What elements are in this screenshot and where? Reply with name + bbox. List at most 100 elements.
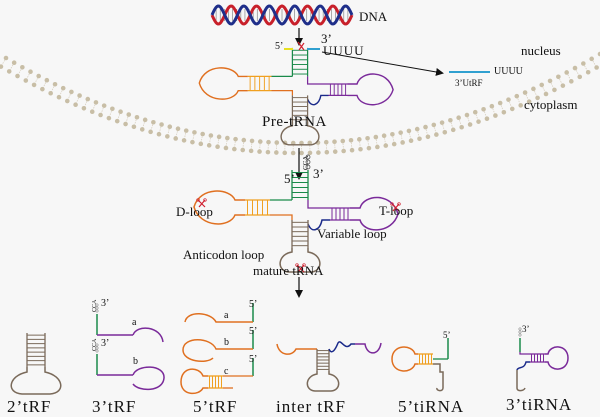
lipid-head — [414, 126, 420, 132]
lipid-head — [340, 138, 346, 144]
cca-nucleotide — [95, 303, 99, 307]
lipid-head — [341, 148, 346, 154]
lipid-head — [594, 65, 599, 70]
lipid-head — [316, 150, 321, 155]
lipid-head — [501, 110, 507, 115]
fragment-label-5tRF: 5’tRF — [193, 397, 238, 416]
lipid-head — [597, 51, 600, 57]
scissors-icon — [295, 263, 306, 273]
5tRF-c-end-label: 5’ — [249, 354, 258, 365]
anticodon-segment — [433, 363, 444, 392]
lipid-head — [543, 91, 549, 97]
lipid-head — [434, 132, 439, 137]
cca-nucleotide — [95, 349, 99, 353]
lipid-head — [198, 141, 204, 147]
lipid-head — [307, 140, 313, 146]
lipid-head — [248, 148, 254, 154]
d-arm-segment — [276, 343, 317, 355]
fragment-label-5tiRNA: 5’tiRNA — [398, 397, 465, 416]
fragment-label-inter-tRF: inter tRF — [276, 397, 346, 416]
lipid-head — [11, 60, 17, 66]
lipid-head — [448, 117, 453, 123]
5tRF-a-end-label: 5’ — [249, 299, 258, 310]
lipid-head — [159, 122, 164, 127]
cca-nucleotide — [305, 154, 311, 160]
lipid-head — [200, 131, 205, 137]
lipid-head — [223, 145, 229, 151]
lipid-head — [417, 136, 422, 142]
lipid-head — [497, 100, 503, 106]
lipid-head — [383, 143, 389, 148]
cca-nucleotide — [305, 164, 311, 170]
3tiRNA-end-label: 3’ — [522, 324, 530, 334]
fragment-label-3tRF: 3’tRF — [92, 397, 137, 416]
5tiRNA-end-label: 5’ — [443, 330, 451, 340]
d-loop — [182, 339, 253, 363]
lipid-head — [366, 145, 372, 151]
lipid-head — [577, 74, 583, 80]
variable-loop — [516, 361, 530, 371]
lipid-head — [93, 100, 99, 105]
anticodon-segment — [516, 370, 526, 392]
lipid-head — [581, 61, 586, 66]
utrf-label: 3’UtRF — [455, 78, 483, 88]
lipid-head — [406, 128, 412, 134]
lipid-head — [110, 106, 115, 112]
nucleus-label: nucleus — [521, 43, 561, 58]
lipid-head — [324, 149, 330, 155]
lipid-head — [442, 129, 448, 135]
lipid-head — [373, 134, 379, 140]
anticodon-loop — [306, 371, 340, 392]
fragment-2tRF-icon — [10, 333, 62, 395]
lipid-head — [459, 124, 464, 130]
anticodon-loop-label: Anticodon loop — [183, 247, 265, 262]
lipid-head — [257, 149, 262, 154]
lipid-head — [165, 134, 170, 139]
lipid-head — [106, 115, 112, 121]
fragment-5tRF-icon — [180, 303, 254, 395]
variable-loop — [328, 341, 355, 353]
lipid-head — [215, 144, 220, 150]
lipid-head — [44, 77, 50, 83]
lipid-head — [40, 86, 45, 92]
utrf-arrow — [321, 51, 444, 76]
lipid-head — [282, 150, 288, 156]
nuclear-membrane — [0, 51, 600, 156]
lipid-head — [167, 124, 173, 130]
lipid-head — [85, 96, 91, 102]
lipid-head — [142, 117, 148, 123]
cca-nucleotide — [95, 309, 99, 313]
lipid-head — [181, 138, 187, 143]
lipid-head — [391, 141, 397, 147]
lipid-head — [348, 137, 354, 143]
cca-nucleotide — [518, 330, 522, 334]
lipid-head — [23, 78, 29, 83]
lipid-head — [274, 150, 279, 155]
lipid-head — [564, 70, 569, 75]
lipid-head — [381, 133, 387, 139]
lipid-head — [439, 120, 445, 125]
lipid-head — [274, 140, 280, 145]
scissors-icon — [196, 198, 207, 208]
mature-trna-label: mature tRNA — [253, 263, 324, 278]
lipid-head — [472, 109, 478, 115]
lipid-head — [522, 90, 528, 95]
lipid-head — [192, 130, 197, 135]
dna-strand — [210, 4, 354, 26]
lipid-head — [425, 134, 431, 140]
lipid-head — [456, 115, 461, 121]
lipid-head — [233, 136, 238, 142]
lipid-head — [134, 114, 140, 120]
lipid-head — [123, 121, 128, 127]
lipid-head — [332, 149, 338, 154]
lipid-head — [60, 85, 66, 91]
d-loop — [193, 190, 245, 225]
lipid-head — [484, 116, 490, 121]
cca-nucleotide — [305, 159, 311, 165]
lipid-head — [290, 150, 296, 156]
lipid-head — [400, 140, 405, 145]
lipid-head — [148, 129, 153, 135]
t-loop — [347, 73, 394, 106]
lipid-head — [98, 112, 103, 118]
